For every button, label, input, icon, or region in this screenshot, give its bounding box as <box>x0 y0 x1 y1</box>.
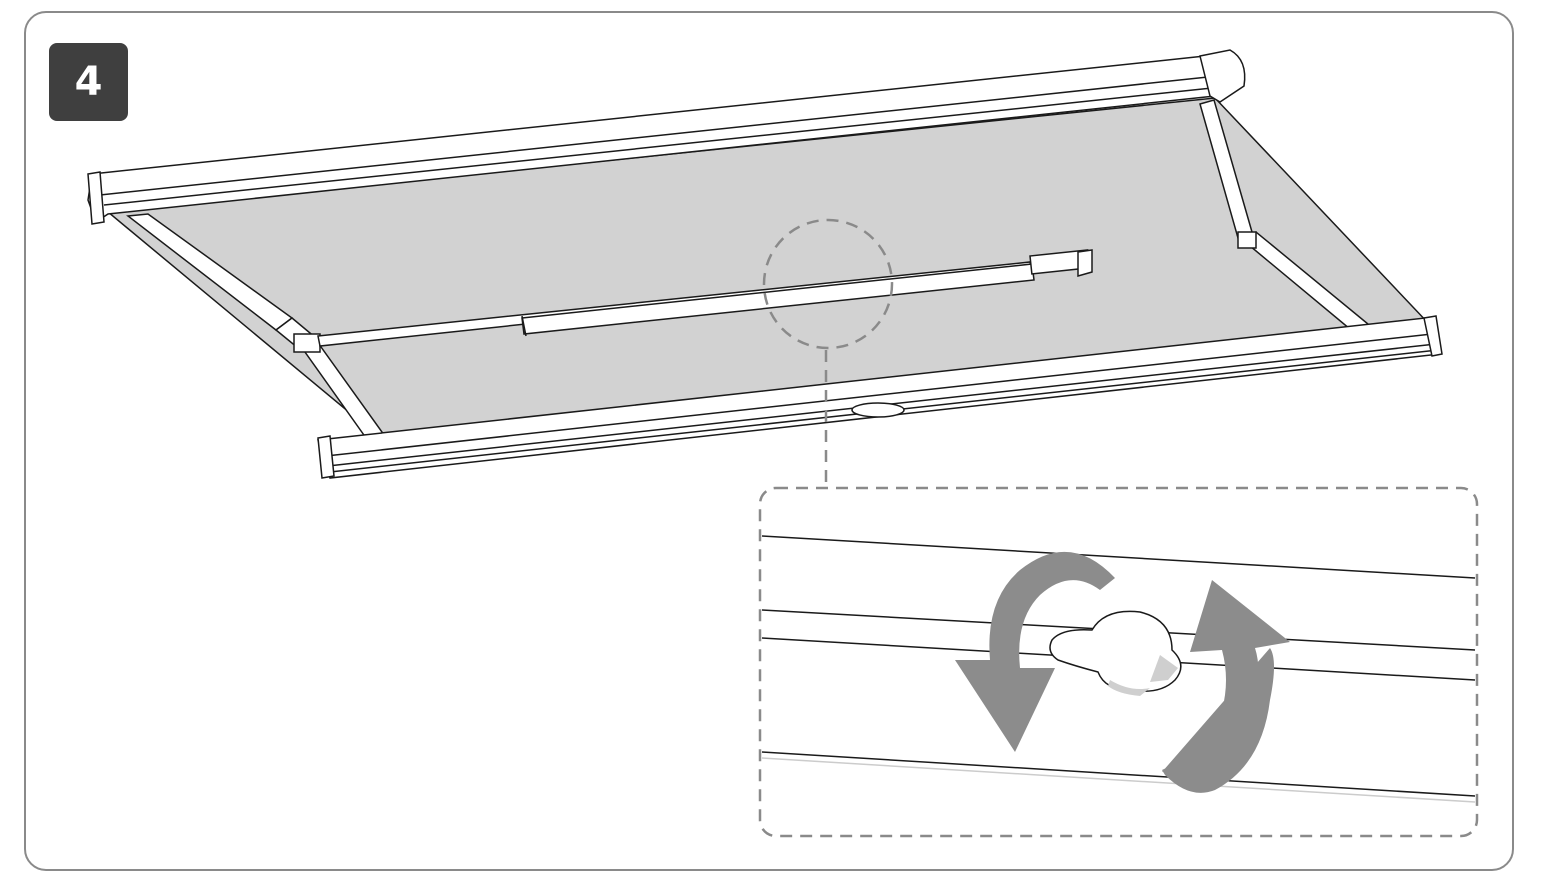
step-number: 4 <box>74 59 103 105</box>
knob-shading <box>1150 655 1178 682</box>
rotate-clockwise-arrow-icon <box>1162 580 1290 793</box>
step-frame <box>24 11 1514 871</box>
rotate-counterclockwise-arrow-icon <box>955 551 1115 752</box>
tension-bar <box>317 249 1093 347</box>
detail-crank-knob <box>1049 610 1182 692</box>
left-folding-arm <box>126 213 394 453</box>
crank-eye <box>851 402 905 418</box>
knob-shading-bottom <box>1108 680 1150 696</box>
step-number-badge: 4 <box>49 43 128 121</box>
cassette-box <box>87 49 1246 225</box>
zoom-circle <box>762 218 894 350</box>
